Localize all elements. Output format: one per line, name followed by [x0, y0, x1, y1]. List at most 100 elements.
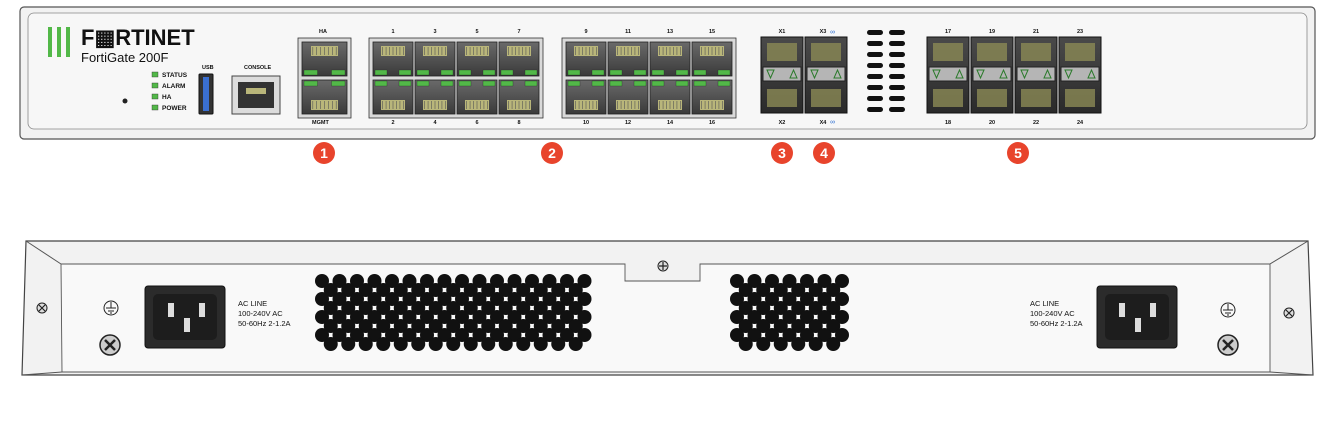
ground-screw-right [1217, 334, 1239, 356]
port-label-9: 9 [584, 29, 587, 35]
port-group-9-16[interactable] [561, 37, 737, 119]
sfp-ports-17-24[interactable] [926, 36, 1102, 114]
rj45-port-15[interactable] [691, 41, 733, 77]
rj45-port-11[interactable] [607, 41, 649, 77]
screw-left [36, 302, 48, 314]
status-leds: STATUS ALARM HA POWER [151, 71, 188, 112]
led-status [151, 71, 159, 78]
led-alarm [151, 82, 159, 89]
port-label-23: 23 [1077, 29, 1083, 35]
callout-number-5: 5 [1014, 145, 1022, 161]
port-label-24: 24 [1077, 120, 1084, 126]
rj45-port-mgmt[interactable] [301, 79, 348, 115]
ground-screw-left [99, 334, 121, 356]
ac-left-line-3: 50-60Hz 2-1.2A [238, 319, 291, 328]
usb-port[interactable]: USB [198, 65, 214, 115]
port-label-4: 4 [433, 120, 437, 126]
ac-right-line-1: AC LINE [1030, 299, 1059, 308]
callout-markers: 1 2 3 4 5 [313, 142, 1029, 164]
port-label-10: 10 [583, 120, 589, 126]
ground-symbol-right [1220, 302, 1236, 318]
port-label-14: 14 [667, 120, 674, 126]
console-label: CONSOLE [244, 65, 272, 71]
port-label-22: 22 [1033, 120, 1039, 126]
led-label-status: STATUS [162, 72, 188, 79]
port-label-3: 3 [433, 29, 436, 35]
port-label-19: 19 [989, 29, 995, 35]
ha-label: HA [319, 29, 327, 35]
rj45-port-16[interactable] [691, 79, 733, 115]
led-label-power: POWER [162, 105, 187, 112]
callout-number-4: 4 [820, 145, 828, 161]
reset-hole[interactable] [122, 98, 128, 104]
port-label-6: 6 [475, 120, 478, 126]
port-label-20: 20 [989, 120, 995, 126]
ac-right-line-3: 50-60Hz 2-1.2A [1030, 319, 1083, 328]
port-label-12: 12 [625, 120, 631, 126]
ha-mgmt-ports[interactable] [297, 37, 352, 119]
port-label-8: 8 [517, 120, 520, 126]
rj45-port-5[interactable] [456, 41, 498, 77]
callout-4: 4 [813, 142, 835, 164]
port-label-18: 18 [945, 120, 951, 126]
sfp-cage-x1-x2[interactable] [760, 36, 804, 114]
sfp-cage-19-20[interactable] [970, 36, 1014, 114]
rj45-port-14[interactable] [649, 79, 691, 115]
callout-5: 5 [1007, 142, 1029, 164]
rj45-port-3[interactable] [414, 41, 456, 77]
rj45-port-13[interactable] [649, 41, 691, 77]
sfp-cage-23-24[interactable] [1058, 36, 1102, 114]
sfp-cage-17-18[interactable] [926, 36, 970, 114]
rj45-port-2[interactable] [372, 79, 414, 115]
rear-fan-vent-right [730, 274, 849, 351]
rj45-port-12[interactable] [607, 79, 649, 115]
port-label-21: 21 [1033, 29, 1039, 35]
rear-fan-vent-left [315, 274, 592, 351]
power-inlet-right[interactable] [1096, 285, 1178, 349]
rj45-port-ha[interactable] [301, 41, 348, 77]
port-label-16: 16 [709, 120, 715, 126]
console-port[interactable]: CONSOLE [231, 65, 281, 115]
link-icon-x4: ∞ [830, 119, 835, 126]
callout-number-3: 3 [778, 145, 786, 161]
port-label-11: 11 [625, 29, 631, 35]
model-name: FortiGate 200F [81, 50, 168, 65]
usb-label: USB [202, 65, 214, 71]
callout-number-1: 1 [320, 145, 328, 161]
front-panel: F▦RTINET FortiGate 200F STATUS ALARM HA … [19, 6, 1316, 140]
rj45-port-7[interactable] [498, 41, 540, 77]
rj45-port-8[interactable] [498, 79, 540, 115]
port-label-15: 15 [709, 29, 715, 35]
port-group-1-8[interactable] [368, 37, 544, 119]
rj45-port-6[interactable] [456, 79, 498, 115]
ac-rating-right: AC LINE 100-240V AC 50-60Hz 2-1.2A [1030, 299, 1083, 328]
rj45-port-10[interactable] [565, 79, 607, 115]
ac-left-line-2: 100-240V AC [238, 309, 283, 318]
port-label-5: 5 [475, 29, 478, 35]
port-label-x1: X1 [779, 29, 786, 35]
link-icon-x3: ∞ [830, 29, 835, 36]
rj45-port-9[interactable] [565, 41, 607, 77]
power-inlet-left[interactable] [144, 285, 226, 349]
rj45-port-4[interactable] [414, 79, 456, 115]
ground-symbol-left [103, 300, 119, 316]
front-vent-slots [867, 30, 905, 112]
ac-left-line-1: AC LINE [238, 299, 267, 308]
sfp-cage-x3-x4[interactable] [804, 36, 848, 114]
port-label-x3: X3 [820, 29, 827, 35]
sfp-cage-21-22[interactable] [1014, 36, 1058, 114]
back-panel: AC LINE 100-240V AC 50-60Hz 2-1.2A AC LI… [21, 240, 1314, 376]
port-label-13: 13 [667, 29, 673, 35]
led-ha [151, 93, 159, 100]
callout-2: 2 [541, 142, 563, 164]
brand-name: F▦RTINET [81, 25, 195, 50]
port-label-x2: X2 [779, 120, 786, 126]
port-label-2: 2 [391, 120, 394, 126]
rj45-port-1[interactable] [372, 41, 414, 77]
sfp-plus-ports-x1-x4[interactable]: ∞∞ [760, 29, 848, 126]
mgmt-label: MGMT [312, 120, 329, 126]
port-label-1: 1 [391, 29, 394, 35]
ac-rating-left: AC LINE 100-240V AC 50-60Hz 2-1.2A [238, 299, 291, 328]
